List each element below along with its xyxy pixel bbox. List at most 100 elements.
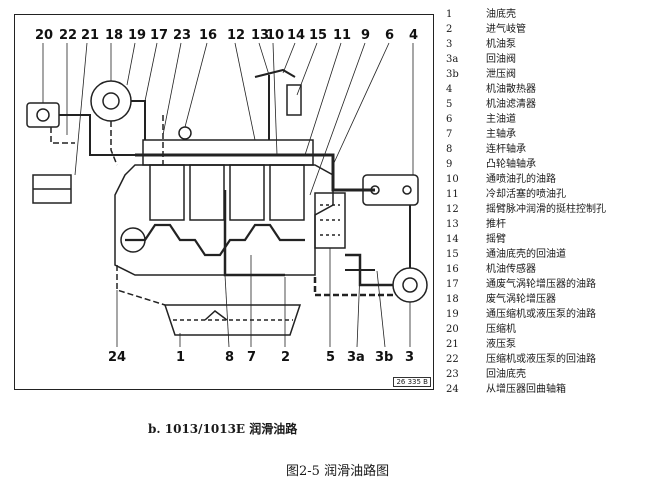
callout-label: 4 [409, 28, 419, 43]
legend-key: 14 [446, 234, 459, 245]
legend-text: 机油泵 [486, 39, 516, 50]
callout-label: 9 [361, 28, 371, 43]
callout-label: 12 [227, 28, 246, 43]
legend-text: 通废气涡轮增压器的油路 [486, 279, 596, 290]
legend-key: 3b [446, 69, 459, 80]
legend-text: 液压泵 [486, 339, 516, 350]
pump-pickup [204, 310, 228, 321]
legend-item: 13 推杆 [446, 218, 506, 231]
legend-text: 油底壳 [486, 9, 516, 20]
legend-key: 13 [446, 219, 459, 230]
legend-key: 20 [446, 324, 459, 335]
legend-text: 凸轮轴轴承 [486, 159, 536, 170]
legend-key: 16 [446, 264, 459, 275]
legend-item: 7 主轴承 [446, 128, 516, 141]
legend-item: 14 摇臂 [446, 233, 506, 246]
rocker-arm [254, 68, 296, 78]
legend-key: 10 [446, 174, 459, 185]
cylinder-4 [269, 164, 305, 221]
callout-label: 2 [281, 350, 291, 365]
main-oil-gallery [135, 153, 375, 192]
legend-text: 压缩机 [486, 324, 516, 335]
legend-text: 摇臂 [486, 234, 506, 245]
legend-item: 6 主油道 [446, 113, 516, 126]
legend-key: 19 [446, 309, 459, 320]
legend-text: 回油底壳 [486, 369, 526, 380]
return-line-24 [116, 265, 166, 306]
legend-key: 6 [446, 114, 453, 125]
callout-label: 3b [375, 350, 394, 365]
callout-label: 17 [150, 28, 169, 43]
cylinder-3 [229, 164, 265, 221]
pump-outlet [313, 277, 393, 297]
legend-text: 机油滤清器 [486, 99, 536, 110]
diagram-subcaption: b. 1013/1013E 润滑油路 [148, 422, 298, 436]
legend-key: 9 [446, 159, 453, 170]
oil-pump [392, 267, 428, 303]
legend-key: 24 [446, 384, 459, 395]
legend-text: 通压缩机或液压泵的油路 [486, 309, 596, 320]
legend-text: 机油传感器 [486, 264, 536, 275]
legend-item: 9 凸轮轴轴承 [446, 158, 536, 171]
callout-label: 23 [173, 28, 192, 43]
legend-item: 19 通压缩机或液压泵的油路 [446, 308, 596, 321]
callout-label: 15 [309, 28, 328, 43]
legend-key: 21 [446, 339, 459, 350]
legend-text: 通油底壳的回油道 [486, 249, 566, 260]
legend-item: 3 机油泵 [446, 38, 516, 51]
callout-label: 6 [385, 28, 395, 43]
callout-label: 1 [176, 350, 186, 365]
legend-text: 压缩机或液压泵的回油路 [486, 354, 596, 365]
legend-text: 冷却活塞的喷油孔 [486, 189, 566, 200]
legend-key: 1 [446, 9, 453, 20]
legend-item: 15 通油底壳的回油道 [446, 248, 566, 261]
oil-cooler [362, 174, 419, 206]
legend-key: 22 [446, 354, 459, 365]
compressor [26, 102, 60, 128]
callout-label: 20 [35, 28, 54, 43]
callout-label: 14 [287, 28, 306, 43]
legend-item: 23 回油底壳 [446, 368, 526, 381]
compressor-return [50, 127, 75, 144]
callout-label: 21 [81, 28, 100, 43]
callout-label: 22 [59, 28, 78, 43]
legend-text: 进气岐管 [486, 24, 526, 35]
legend-key: 23 [446, 369, 459, 380]
drawing-reference-number: 26 335 B [393, 377, 431, 387]
valve-spring [286, 84, 302, 116]
legend-text: 推杆 [486, 219, 506, 230]
legend-item: 22 压缩机或液压泵的回油路 [446, 353, 596, 366]
turbo-return [110, 121, 118, 166]
legend-key: 12 [446, 204, 459, 215]
legend-key: 3 [446, 39, 453, 50]
legend-key: 7 [446, 129, 453, 140]
lubrication-diagram [26, 42, 428, 348]
callout-label: 13 [251, 28, 270, 43]
legend-key: 2 [446, 24, 453, 35]
legend-text: 主油道 [486, 114, 516, 125]
callout-label: 19 [128, 28, 147, 43]
cylinder-1 [149, 164, 185, 221]
turbo-feed [131, 100, 146, 140]
turbocharger [90, 80, 132, 122]
legend-text: 主轴承 [486, 129, 516, 140]
legend-text: 摇臂脉冲润滑的挺柱控制孔 [486, 204, 606, 215]
legend-text: 机油散热器 [486, 84, 536, 95]
callout-label: 5 [326, 350, 336, 365]
callout-label: 3a [347, 350, 365, 365]
legend-key: 15 [446, 249, 459, 260]
legend-key: 18 [446, 294, 459, 305]
oil-filter [314, 192, 346, 249]
oil-sensor [178, 126, 192, 140]
callout-label: 8 [225, 350, 235, 365]
legend-text: 回油阀 [486, 54, 516, 65]
legend-key: 5 [446, 99, 453, 110]
legend-item: 3a 回油阀 [446, 53, 516, 66]
compressor-feed [59, 114, 135, 156]
legend-key: 3a [446, 54, 459, 65]
legend-text: 连杆轴承 [486, 144, 526, 155]
